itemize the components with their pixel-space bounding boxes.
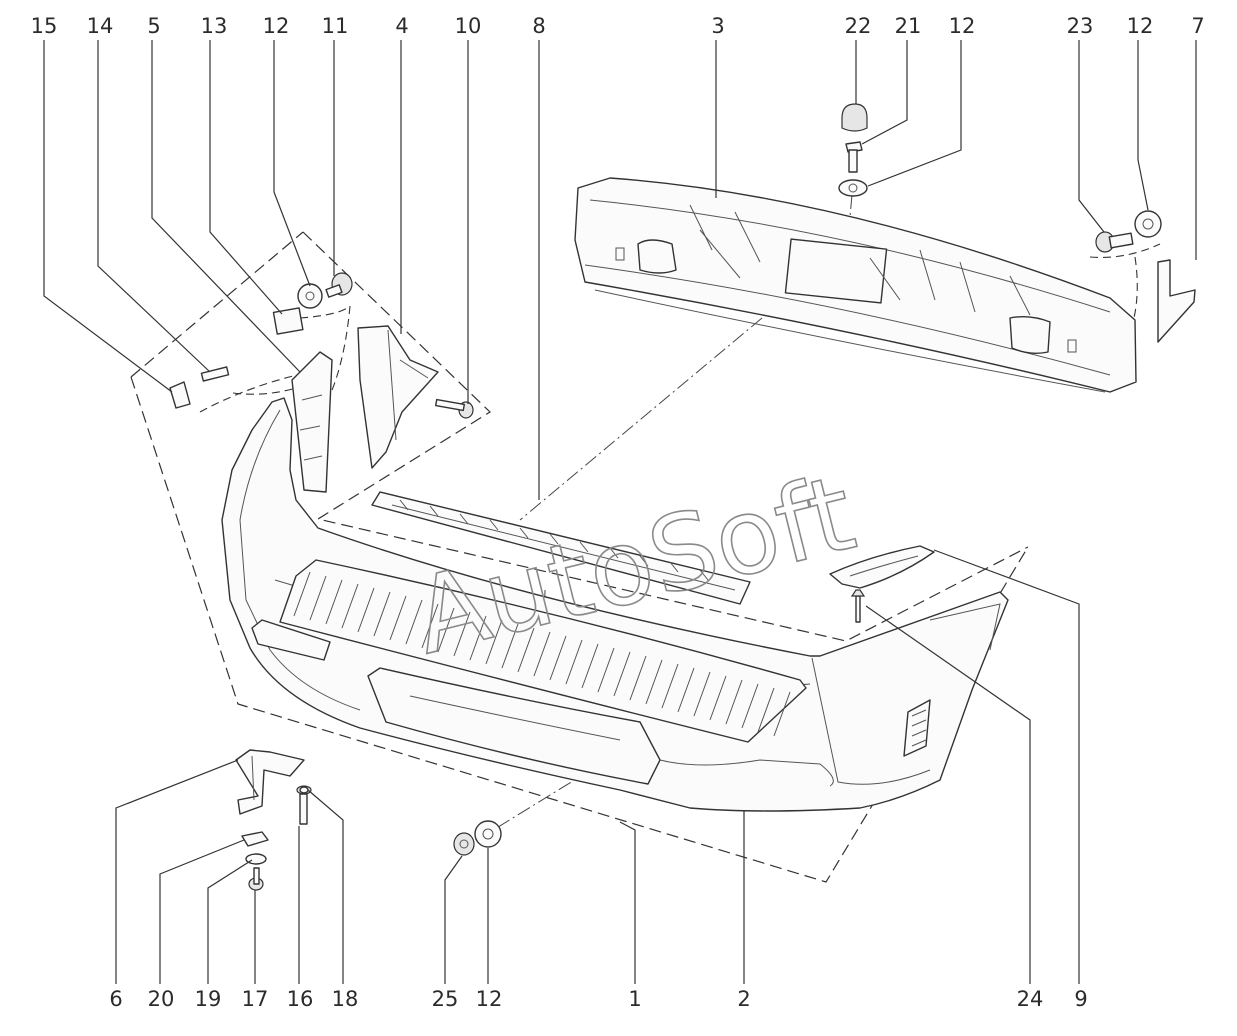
callout-22: 22 xyxy=(845,14,872,38)
callout-11: 11 xyxy=(322,14,349,38)
leader-lines xyxy=(43,40,1197,984)
callout-18: 18 xyxy=(332,987,359,1011)
callout-4: 4 xyxy=(395,14,408,38)
callout-2: 2 xyxy=(737,987,750,1011)
bumper-reinforcement-beam xyxy=(574,177,1137,393)
callout-16: 16 xyxy=(287,987,314,1011)
callout-5: 5 xyxy=(147,14,160,38)
callout-9: 9 xyxy=(1074,987,1087,1011)
callout-17: 17 xyxy=(242,987,269,1011)
callout-13: 13 xyxy=(201,14,228,38)
callout-6: 6 xyxy=(109,987,122,1011)
part-7-bracket xyxy=(1157,259,1196,343)
callout-7: 7 xyxy=(1191,14,1204,38)
callout-24: 24 xyxy=(1017,987,1044,1011)
callout-10: 10 xyxy=(455,14,482,38)
callout-15: 15 xyxy=(31,14,58,38)
callout-1: 1 xyxy=(628,987,641,1011)
callout-3: 3 xyxy=(711,14,724,38)
bolt-21-cap-22-nut-12 xyxy=(838,103,868,197)
callout-14: 14 xyxy=(87,14,114,38)
callouts-bottom-row: 6 20 19 17 16 18 25 12 1 2 24 9 xyxy=(109,987,1087,1011)
callout-21: 21 xyxy=(895,14,922,38)
bumper-cover xyxy=(221,397,1009,812)
callout-12: 12 xyxy=(263,14,290,38)
callout-19: 19 xyxy=(195,987,222,1011)
callout-8: 8 xyxy=(532,14,545,38)
callout-12: 12 xyxy=(476,987,503,1011)
bolt-23-nut-12 xyxy=(1095,210,1162,253)
bottom-fasteners xyxy=(235,749,502,891)
callouts-top-row: 15 14 5 13 12 11 4 10 8 3 22 21 12 23 12… xyxy=(31,14,1205,38)
callout-12: 12 xyxy=(949,14,976,38)
callout-23: 23 xyxy=(1067,14,1094,38)
part-9-trim-part-24-pin xyxy=(829,545,935,623)
callout-12: 12 xyxy=(1127,14,1154,38)
callout-20: 20 xyxy=(148,987,175,1011)
callout-25: 25 xyxy=(432,987,459,1011)
part-8-trim-strip xyxy=(371,491,751,605)
left-bracket-cluster xyxy=(169,272,474,493)
